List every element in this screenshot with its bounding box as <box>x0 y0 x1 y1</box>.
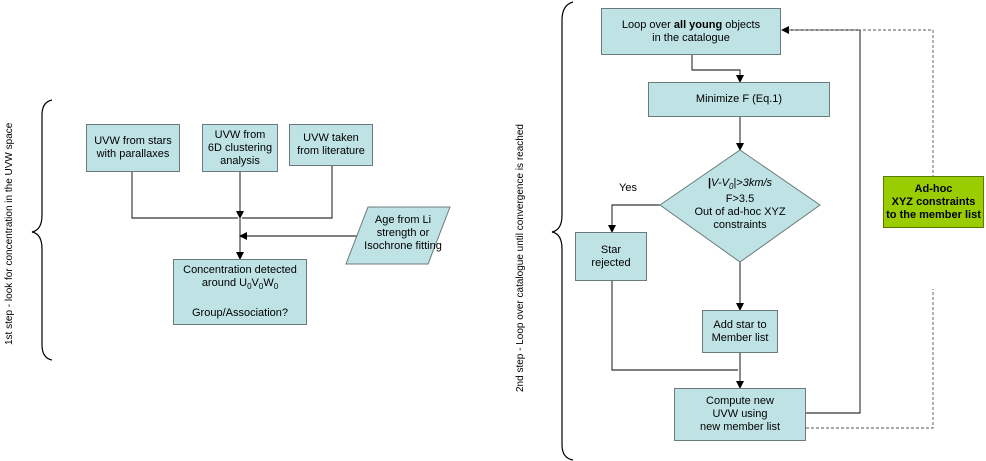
concentration-box: Concentration detected around U0V0W0 Gro… <box>173 259 307 325</box>
age-parallelogram <box>345 206 451 265</box>
adhoc-dashed-connector <box>786 29 934 429</box>
step2-side-label: 2nd step - Loop over catalogue until con… <box>515 124 526 392</box>
step1-side-label: 1st step - look for concentration in the… <box>4 122 15 345</box>
minimize-box: Minimize F (Eq.1) <box>648 82 830 117</box>
step1-connectors <box>131 166 360 260</box>
decision-diamond <box>659 149 821 263</box>
step2-brace <box>551 1 574 461</box>
decision-text: |V-V0|>3km/s F>3.5 Out of ad-hoc XYZ con… <box>694 177 786 232</box>
step1-brace <box>31 99 53 361</box>
yes-label: Yes <box>619 182 637 194</box>
